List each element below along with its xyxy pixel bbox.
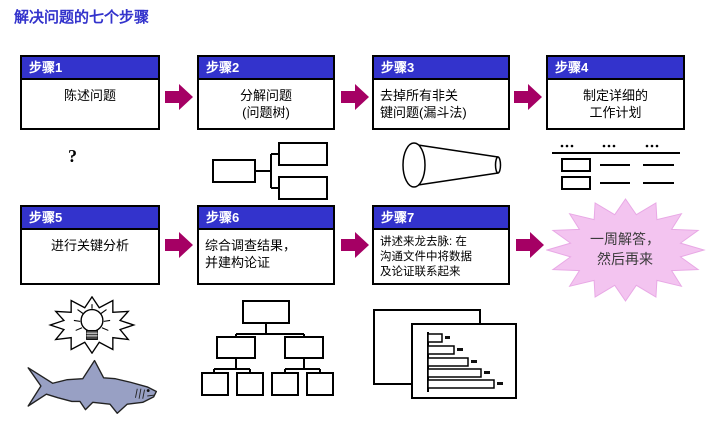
step-box-7: 步骤7 讲述来龙去脉: 在 沟通文件中将数据 及论证联系起来 [372,205,510,285]
right-arrow-icon [341,232,369,258]
step-header: 步骤4 [548,57,683,80]
step-box-5: 步骤5 进行关键分析 [20,205,160,285]
funnel-megaphone-icon [402,142,502,188]
right-arrow-icon [516,232,544,258]
question-mark: ? [68,146,77,166]
step-body: 综合调查结果， 并建构论证 [205,238,297,270]
result-burst [546,198,706,302]
bar-chart-pages-icon [373,309,517,399]
step-body: 陈述问题 [63,88,116,103]
logic-tree-icon [201,300,334,396]
step-header: 步骤7 [374,207,508,230]
step-body: 讲述来龙去脉: 在 沟通文件中将数据 及论证联系起来 [380,236,472,278]
step-box-4: 步骤4 制定详细的 工作计划 [546,55,685,130]
step-box-2: 步骤2 分解问题 (问题树) [197,55,335,130]
right-arrow-icon [514,84,542,110]
step-body: 去掉所有非关 键问题(漏斗法) [380,88,467,120]
step-header: 步骤6 [199,207,333,230]
step-box-3: 步骤3 去掉所有非关 键问题(漏斗法) [372,55,510,130]
step-body: 进行关键分析 [50,238,129,253]
right-arrow-icon [165,232,193,258]
step-header: 步骤2 [199,57,333,80]
lightbulb-burst-icon [48,296,136,354]
right-arrow-icon [165,84,193,110]
result-burst-text: 一周解答， 然后再来 [590,231,660,267]
page-title: 解决问题的七个步骤 [14,9,150,26]
step-header: 步骤5 [22,207,158,230]
step-box-6: 步骤6 综合调查结果， 并建构论证 [197,205,335,285]
step-header: 步骤1 [22,57,158,80]
right-arrow-icon [341,84,369,110]
step-body: 制定详细的 工作计划 [582,88,648,120]
workplan-table-icon [552,144,680,190]
issue-tree-icon [212,142,328,200]
shark-icon [27,359,158,414]
step-body: 分解问题 (问题树) [239,88,292,120]
step-box-1: 步骤1 陈述问题 [20,55,160,130]
step-header: 步骤3 [374,57,508,80]
